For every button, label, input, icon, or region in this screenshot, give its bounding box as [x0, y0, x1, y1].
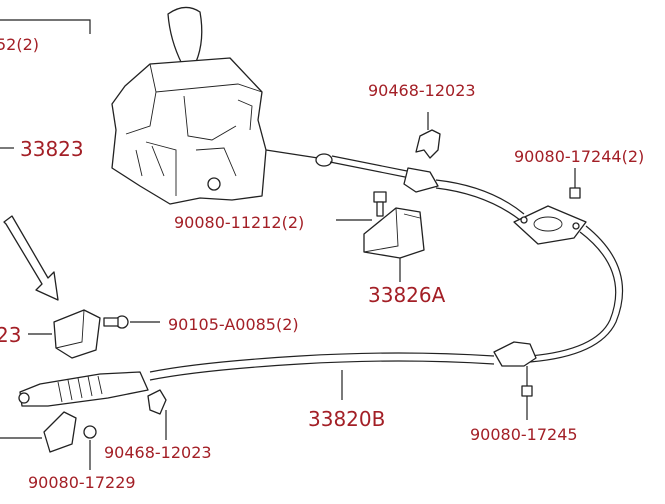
lower-cable	[149, 352, 495, 400]
label-90080-17245: 90080-17245	[470, 425, 578, 444]
direction-arrow	[3, 215, 59, 301]
upper-cable	[265, 149, 525, 221]
label-90468-12023-bottom: 90468-12023	[104, 443, 212, 462]
label-top-left-partial: 52(2)	[0, 35, 39, 54]
cable-bellows-end	[18, 371, 149, 407]
clip-90468-top	[415, 112, 441, 159]
label-90080-17244: 90080-17244(2)	[514, 147, 644, 166]
label-90080-11212: 90080-11212(2)	[174, 213, 304, 232]
cable-mount-plate	[513, 168, 587, 245]
shift-lever-assembly	[111, 6, 267, 205]
label-90105-A0085: 90105-A0085(2)	[168, 315, 299, 334]
label-33820B: 33820B	[308, 407, 385, 431]
bolt-90080-11212	[336, 191, 387, 221]
label-90080-17229: 90080-17229	[28, 473, 136, 492]
label-33826A: 33826A	[368, 283, 446, 307]
long-cable-loop	[493, 225, 624, 420]
bolt-90105	[103, 315, 160, 329]
top-left-leader	[0, 19, 91, 34]
label-90468-12023-top: 90468-12023	[368, 81, 476, 100]
bracket-33826A	[363, 207, 425, 282]
bracket-lower-left	[0, 411, 77, 453]
label-33823: 33823	[20, 137, 84, 161]
label-23-partial: 23	[0, 323, 21, 347]
clip-90468-bottom	[147, 389, 167, 440]
bracket-23	[28, 309, 101, 359]
nut-90080-17229	[83, 425, 97, 470]
